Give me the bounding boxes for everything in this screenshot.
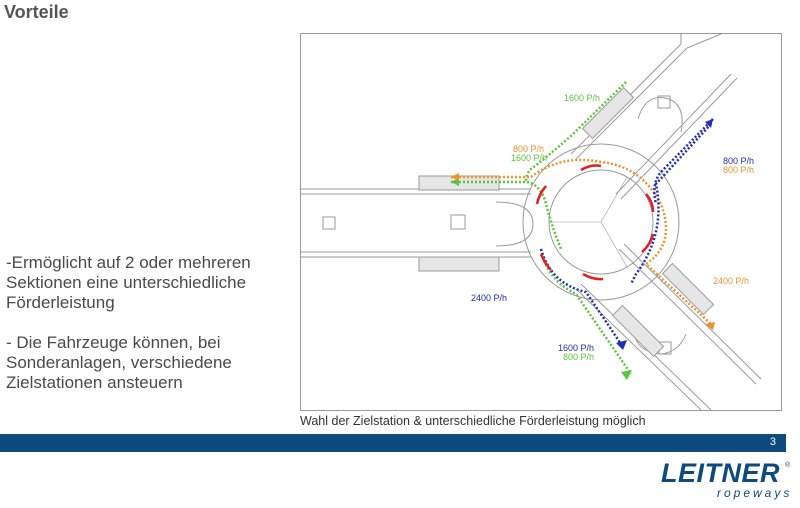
label-right-blue: 800 P/h [723,156,754,166]
label-right-orange: 800 P/h [723,165,754,175]
arrowheads [451,119,715,380]
flow-paths [451,81,714,375]
label-bottom-blue: 2400 P/h [471,293,507,303]
label-left-green: 1600 P/h [511,153,547,163]
path-green-top [524,81,627,182]
label-left-orange: 800 P/h [513,144,544,154]
logo-registered-mark: ® [785,462,791,469]
path-blue-bottom [539,248,623,345]
footer-bar: 3 [0,434,786,452]
bullet-item: - Die Fahrzeuge können, bei Sonderanlage… [6,333,232,392]
label-right-lower-orange: 2400 P/h [713,276,749,286]
slide-title: Vorteile [4,2,69,22]
path-blue-right [653,118,714,205]
figure-caption: Wahl der Zielstation & unterschiedliche … [300,414,646,428]
switch-marks [535,164,655,281]
page-number: 3 [769,436,776,448]
label-bottom-right-blue: 1600 P/h [558,343,594,353]
junction-svg: 1600 P/h 800 P/h 1600 P/h 800 P/h 800 P/… [301,34,762,410]
label-bottom-right-green: 800 P/h [563,352,594,362]
junction-diagram: 1600 P/h 800 P/h 1600 P/h 800 P/h 800 P/… [300,33,782,411]
label-top-green: 1600 P/h [564,93,600,103]
leitner-logo: LEITNER ® ropeways [661,458,791,500]
path-green-left [451,180,563,250]
bullet-item: -Ermöglicht auf 2 oder mehreren Sektione… [6,253,251,312]
track-structure [301,34,762,410]
logo-wordmark: LEITNER [661,458,781,488]
path-green-bottom [539,248,633,375]
logo-subline: ropeways [717,486,793,500]
bullet-list: -Ermöglicht auf 2 oder mehreren Sektione… [6,253,296,413]
path-blue-right-lower [629,123,712,285]
